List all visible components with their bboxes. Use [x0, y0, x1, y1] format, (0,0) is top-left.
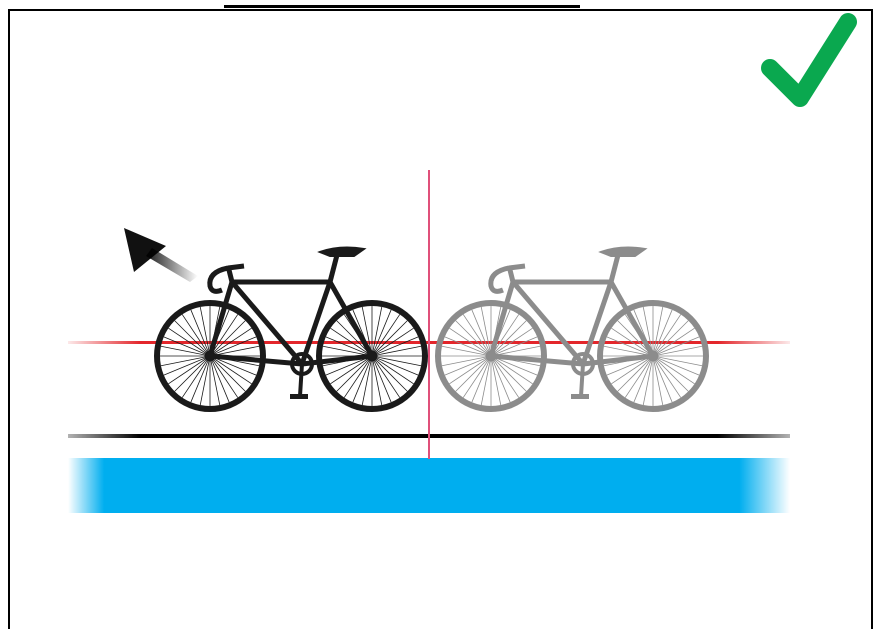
- wheel-spoke: [653, 356, 688, 391]
- illustration-canvas: [0, 0, 879, 610]
- wheel-spoke: [491, 356, 526, 391]
- wheel-spoke: [653, 321, 688, 356]
- wheel-spoke: [175, 356, 210, 391]
- bike-dark: [157, 248, 425, 409]
- wheel-spoke: [456, 356, 491, 391]
- wheel-spoke: [175, 321, 210, 356]
- arrow-icon: [124, 228, 198, 282]
- wheel-spoke: [372, 321, 407, 356]
- wheel-spoke: [372, 356, 407, 391]
- center-line: [428, 170, 430, 459]
- wheel-spoke: [210, 356, 245, 391]
- illustration-frame: [0, 0, 879, 610]
- bike-ghost: [438, 248, 706, 409]
- wheel-spoke: [456, 321, 491, 356]
- checkmark-icon: [770, 22, 848, 98]
- road-band: [68, 458, 790, 513]
